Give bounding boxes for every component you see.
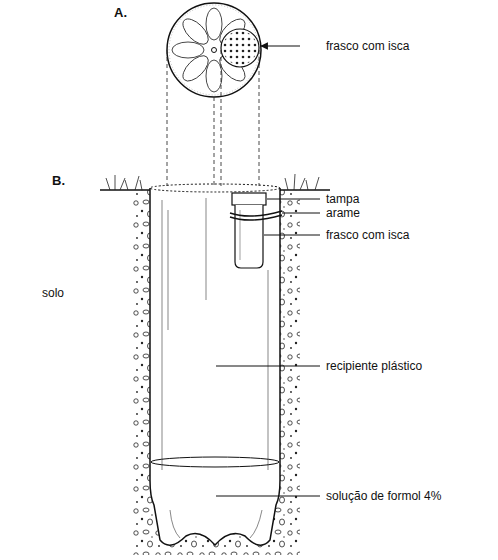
plastic-container [150, 188, 280, 545]
petal [179, 15, 213, 49]
view-letter: B. [50, 174, 67, 188]
part-label: arame [324, 206, 362, 220]
view-letter: A. [112, 6, 129, 20]
projection-lines [167, 50, 259, 186]
part-label: recipiente plástico [324, 359, 424, 373]
petal [172, 42, 204, 58]
petal [206, 8, 222, 40]
part-label: solução de formol 4% [324, 489, 443, 503]
grass [106, 174, 319, 190]
region-label: solo [40, 286, 66, 300]
petal [179, 51, 213, 85]
petal [206, 60, 222, 92]
formalin-surface [151, 457, 279, 467]
leader-lines [216, 199, 320, 496]
bait-jar [230, 193, 282, 268]
top-view [167, 3, 300, 97]
part-label: frasco com isca [324, 39, 411, 53]
part-label: frasco com isca [324, 228, 411, 242]
part-label: tampa [324, 192, 361, 206]
wire [230, 211, 282, 220]
